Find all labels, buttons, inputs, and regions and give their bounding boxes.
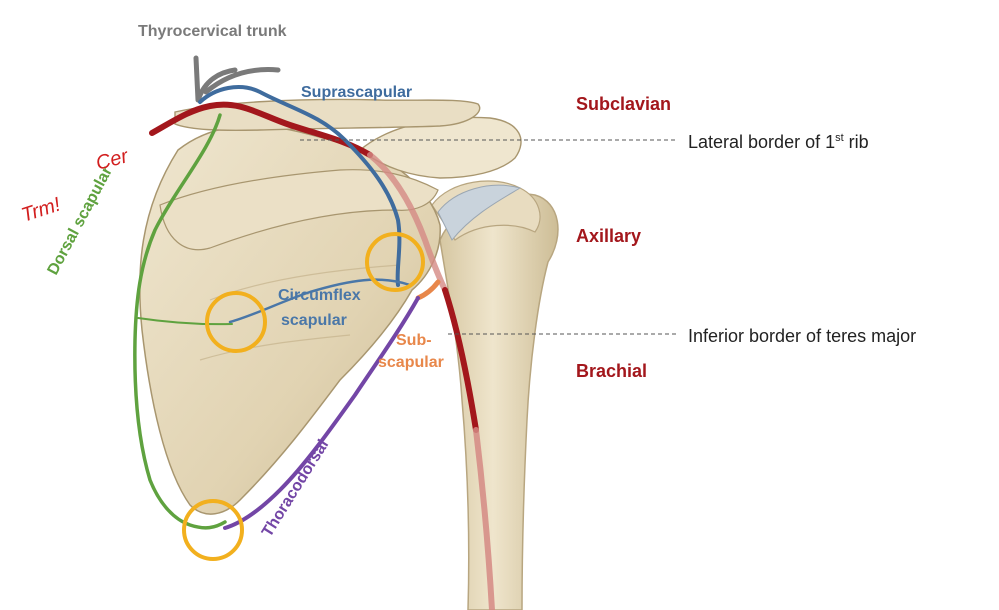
lateral-border-text-end: rib (844, 132, 869, 152)
suprascapular-label: Suprascapular (301, 84, 412, 101)
brachial-artery-distal (473, 427, 495, 610)
dorsal-scapular-artery (133, 113, 227, 530)
subclavian-artery (149, 101, 373, 158)
inferior-border-label: Inferior border of teres major (688, 326, 916, 346)
axillary-label: Axillary (576, 226, 641, 246)
thoracodorsal-artery (223, 296, 420, 530)
axillary-artery (367, 152, 448, 293)
brachial-label: Brachial (576, 361, 647, 381)
subscapular-label-line2: scapular (378, 354, 444, 371)
thyrocervical-label: Thyrocervical trunk (138, 23, 287, 40)
lateral-border-label: Lateral border of 1st rib (688, 132, 869, 152)
humerus (439, 192, 559, 610)
handwritten-line1: Trm! (19, 193, 64, 226)
lateral-border-superscript: st (835, 132, 844, 144)
brachial-artery (442, 287, 479, 433)
circumflex-scapular-artery (228, 278, 412, 324)
subscapular-label-line1: Sub- (396, 332, 432, 349)
circumflex-label-line2: scapular (281, 312, 347, 329)
thyrocervical-trunk-vessel (193, 55, 281, 103)
dorsal-scapular-branch (137, 317, 233, 326)
bones (139, 98, 559, 610)
dorsal-scapular-label: Dorsal scapular (45, 164, 116, 278)
circumflex-label-line1: Circumflex (278, 287, 361, 304)
anastomosis-highlights (182, 232, 425, 561)
lateral-border-text: Lateral border of 1 (688, 132, 835, 152)
subclavian-label: Subclavian (576, 94, 671, 114)
highlight-circle-inferior-angle (182, 499, 244, 561)
scapular-spine (159, 169, 439, 251)
handwritten-line2: Cer (94, 145, 132, 175)
highlight-circle-axillary (365, 232, 425, 292)
subscapular-artery (415, 279, 441, 301)
reference-lines (300, 139, 678, 335)
glenoid-cartilage (437, 184, 522, 241)
highlight-circle-circumflex (205, 291, 267, 353)
